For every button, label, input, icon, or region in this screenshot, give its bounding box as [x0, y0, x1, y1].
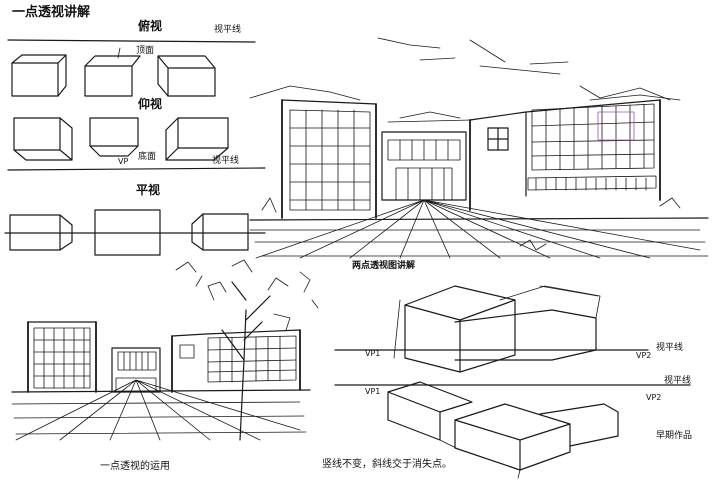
two-point-note: 竖线不变，斜线交于消失点。 [322, 459, 452, 470]
app-right-building [171, 329, 301, 393]
eye-level-box-2 [94, 209, 161, 256]
eye-level-box-3 [191, 213, 249, 251]
app-left-building [27, 321, 97, 393]
street-perspective [249, 37, 709, 259]
overhead-box-1 [11, 54, 67, 97]
signature: 早期作品 [656, 431, 693, 441]
upward-box-2 [89, 117, 139, 157]
overhead-view-label: 俯视 [138, 19, 163, 33]
street-ground-grid [249, 197, 709, 259]
upward-box-3 [165, 117, 229, 161]
eye-level-label: 平视 [136, 183, 161, 197]
one-point-title: 一点透视讲解 [12, 5, 91, 20]
horizon-line-label-3: 视平线 [656, 343, 684, 353]
bottom-face-label: 底面 [138, 152, 157, 162]
two-point-boxes [334, 285, 691, 479]
horizon-line-label-1: 视平线 [214, 25, 242, 35]
one-point-boxes [4, 39, 266, 256]
horizon-line-label-4: 视平线 [664, 376, 692, 386]
vp1-top-label: VP1 [365, 349, 381, 358]
one-point-application-sketch [11, 259, 319, 441]
two-point-box-lower [387, 381, 619, 479]
overhead-box-3 [157, 55, 216, 97]
app-tree [175, 259, 319, 441]
one-point-application-label: 一点透视的运用 [100, 461, 170, 472]
top-face-label: 顶面 [136, 46, 155, 56]
overhead-box-2 [84, 47, 141, 97]
horizon-line-top [7, 39, 256, 43]
eye-level-box-1 [9, 214, 73, 251]
left-building [281, 99, 377, 219]
two-point-title: 两点透视图讲解 [352, 261, 416, 271]
vp1-bottom-label: VP1 [365, 387, 381, 396]
horizon-line-mid [7, 167, 266, 171]
vp-label: VP [118, 157, 129, 166]
vp2-bottom-label: VP2 [646, 393, 662, 402]
upward-view-label: 仰视 [138, 97, 163, 111]
upward-box-1 [13, 117, 73, 161]
app-ground-grid [11, 379, 311, 441]
center-pavilion [381, 111, 473, 201]
two-point-box-upper [393, 285, 601, 373]
vp2-top-label: VP2 [636, 351, 652, 360]
horizon-line-label-2: 视平线 [212, 156, 240, 166]
right-building [469, 85, 671, 211]
